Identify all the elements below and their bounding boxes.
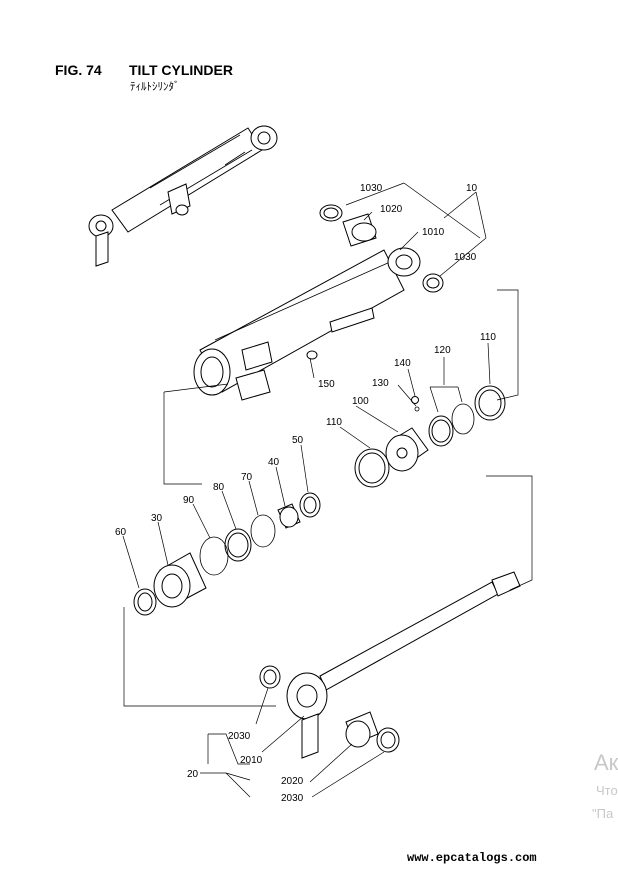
callout-40: 40 [268, 457, 280, 468]
piston-rod-illustration [259, 571, 521, 759]
figure-title: TILT CYLINDER [129, 62, 233, 78]
callout-1010: 1010 [422, 227, 445, 238]
callout-90: 90 [183, 495, 195, 506]
callout-110a: 110 [480, 332, 496, 343]
callout-120: 120 [434, 345, 451, 356]
callout-1030b: 1030 [454, 252, 477, 263]
callout-1020: 1020 [380, 204, 403, 215]
figure-subtitle: ﾃｨﾙﾄｼﾘﾝﾀﾞ [130, 81, 180, 93]
assembled-cylinder-illustration [88, 125, 278, 267]
callout-70: 70 [241, 472, 253, 483]
callout-1030a: 1030 [360, 183, 383, 194]
callout-10: 10 [466, 183, 478, 194]
callout-2020: 2020 [281, 776, 304, 787]
callout-2030a: 2030 [228, 731, 251, 742]
callout-50: 50 [292, 435, 304, 446]
callout-100: 100 [352, 396, 369, 407]
watermark-line-3: "Па [592, 806, 614, 821]
callout-2010: 2010 [240, 755, 263, 766]
callout-2030b: 2030 [281, 793, 304, 804]
callout-110b: 110 [326, 417, 342, 428]
callout-80: 80 [213, 482, 225, 493]
callout-130: 130 [372, 378, 389, 389]
callout-30: 30 [151, 513, 163, 524]
callout-140: 140 [394, 358, 411, 369]
callout-20: 20 [187, 769, 199, 780]
leader-lines [122, 182, 533, 798]
watermark-line-2: Что [596, 783, 618, 798]
callout-60: 60 [115, 527, 127, 538]
watermark-line-1: Ак [594, 750, 618, 775]
callout-150: 150 [318, 379, 335, 390]
website-footer: www.epcatalogs.com [407, 851, 537, 865]
figure-number: FIG. 74 [55, 62, 102, 78]
piston-and-seals-illustration [133, 385, 506, 616]
cylinder-tube-illustration [193, 204, 444, 401]
